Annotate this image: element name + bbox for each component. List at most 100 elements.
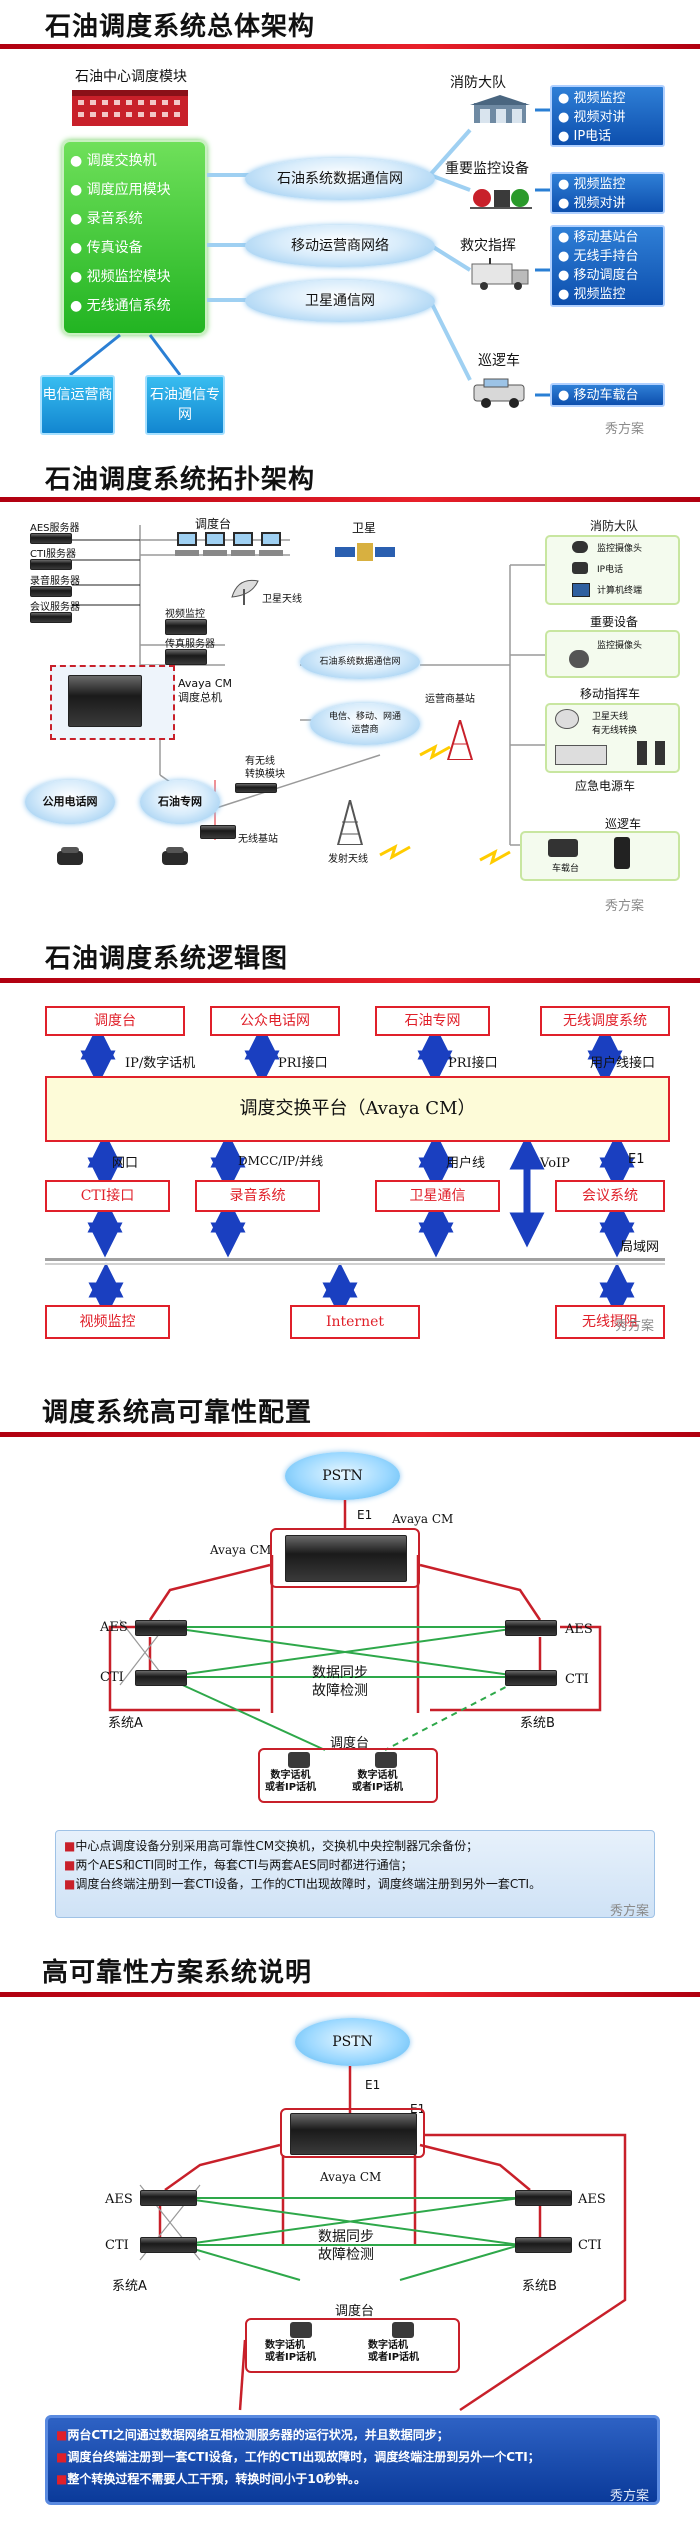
avaya-label: Avaya CM [392, 1512, 454, 1526]
site-list-monitor: ● 视频监控 ● 视频对讲 [550, 172, 665, 214]
satellite-dish-icon [228, 575, 262, 605]
panel-logic: 石油调度系统逻辑图 调度台 公众电话网 石油专网 无线调度系统 [0, 930, 700, 1380]
node-dispatch-console: 调度台 [45, 1006, 185, 1036]
link-label: PRI接口 [278, 1056, 328, 1071]
watermark: 秀方案 [610, 1904, 650, 1919]
dish-icon [555, 709, 579, 729]
building-icon [70, 88, 190, 126]
server-label-conf: 会议服务器 [30, 602, 80, 613]
note-item: ■调度台终端注册到一套CTI设备，工作的CTI出现故障时，调度终端注册到另外一套… [64, 1877, 542, 1891]
aes-label: AES [100, 1620, 128, 1635]
note-item: ■两个AES和CTI同时工作，每套CTI与两套AES同时都进行通信； [64, 1858, 413, 1872]
center-module-box [62, 140, 207, 335]
cloud-pstn: 公用电话网 [25, 780, 115, 824]
link-label: 网口 [112, 1156, 139, 1171]
link-label: 用户线 [446, 1156, 486, 1171]
patrol-car-icon [470, 375, 530, 410]
note-item: ■整个转换过程不需要人工干预，转换时间小于10秒钟。。 [56, 2472, 367, 2486]
cloud-pstn: PSTN [295, 2018, 410, 2066]
module-item: ● 调度应用模块 [70, 182, 171, 198]
module-item: ● 视频监控模块 [70, 269, 171, 285]
cti-label: CTI [105, 2238, 129, 2253]
phone-label: 数字话机 或者IP话机 [352, 1770, 404, 1793]
cloud-label: 卫星通信网 [305, 293, 375, 309]
cloud-label: PSTN [332, 2034, 373, 2050]
avaya-switch-icon [68, 675, 142, 727]
handheld-icon [614, 837, 630, 869]
e1-label: E1 [365, 2078, 381, 2092]
site-item: ● IP电话 [558, 129, 612, 144]
dispatch-console-icons [175, 530, 285, 560]
system-a-label: 系统A [108, 1716, 143, 1731]
camera-icon [569, 650, 589, 668]
cloud-label: 石油系统数据通信网 [277, 171, 403, 187]
sync-label: 数据同步 [318, 2229, 374, 2245]
cloud-oil-data-network: 石油系统数据通信网 [300, 645, 420, 679]
phone-label: 数字话机 或者IP话机 [265, 2340, 317, 2363]
p1-connectors [69, 108, 550, 397]
cloud-satellite: 卫星通信网 [245, 280, 435, 322]
wireless-base-label: 无线基站 [238, 834, 278, 845]
node-cti: CTI接口 [45, 1180, 170, 1212]
system-b-label: 系统B [522, 2279, 557, 2294]
node-wireless-dispatch: 无线调度系统 [540, 1006, 670, 1036]
site-list-patrol: ● 移动车载台 [550, 383, 665, 407]
wireless-module-label: 有无线 转换模块 [245, 756, 285, 780]
aes-label: AES [565, 1622, 593, 1637]
cloud-label: 移动运营商网络 [291, 238, 389, 254]
panel-topology: 石油调度系统拓扑架构 [0, 455, 700, 930]
note-item: ■两台CTI之间通过数据网络互相检测服务器的运行状况，并且数据同步； [56, 2428, 449, 2442]
conference-server-icon [30, 612, 72, 623]
cti-label: CTI [565, 1672, 589, 1687]
title-underline [0, 978, 700, 983]
p3-arrows [45, 1024, 665, 1318]
carrier-station-label: 运营商基站 [425, 694, 475, 705]
site-item: ● 无线手持台 [558, 249, 639, 264]
panel2-title: 石油调度系统拓扑架构 [45, 465, 316, 495]
cloud-carriers: 电信、移动、网通 运营商 [310, 703, 420, 745]
panel5-title: 高可靠性方案系统说明 [42, 1958, 313, 1988]
watermark: 秀方案 [610, 2489, 650, 2504]
aes-server-icon [30, 533, 72, 544]
site-list-rescue: ● 移动基站台 ● 无线手持台 ● 移动调度台 ● 视频监控 [550, 225, 665, 307]
aes-b-device-icon [505, 1620, 557, 1636]
monitor-label: 重要设备 [590, 615, 639, 629]
site-label-fire: 消防大队 [450, 75, 506, 91]
link-label: E1 [628, 1152, 645, 1167]
console-frame [258, 1748, 438, 1803]
module-item: ● 无线通信系统 [70, 298, 171, 314]
dispatch-label: 调度台 [195, 517, 232, 531]
site-list-fire: ● 视频监控 ● 视频对讲 ● IP电话 [550, 85, 665, 147]
power-label: 应急电源车 [575, 779, 636, 793]
fire-site-box: 监控摄像头 IP电话 计算机终端 [545, 535, 680, 605]
fire-label: 消防大队 [590, 519, 639, 533]
site-item: ● 视频对讲 [558, 110, 626, 125]
console-label: 调度台 [330, 1736, 370, 1751]
site-item: ● 视频监控 [558, 177, 626, 192]
aes-a-device-icon [140, 2190, 197, 2206]
link-label: PRI接口 [448, 1056, 498, 1071]
cloud-oil-net: 石油专网 [140, 780, 220, 824]
sat-antenna-label: 卫星天线 [262, 594, 302, 605]
wireless-base-icon [200, 825, 236, 839]
site-item: ● 视频对讲 [558, 196, 626, 211]
p5-links [139, 2066, 627, 2412]
satellite-icon [335, 535, 395, 569]
link-label: IP/数字话机 [125, 1056, 196, 1071]
title-underline [0, 44, 700, 49]
site-item: ● 移动车载台 [558, 388, 639, 403]
note-item: ■中心点调度设备分别采用高可靠性CM交换机，交换机中央控制器冗余备份； [64, 1839, 479, 1853]
cloud-mobile-operator: 移动运营商网络 [245, 225, 435, 267]
panel-reliability-config: 调度系统高可靠性配置 PSTN E1 Avaya CM Avaya CM [0, 1380, 700, 1940]
box-telecom-operator: 电信运营商 [40, 375, 115, 435]
detect-label: 故障检测 [318, 2247, 374, 2263]
phone-icon [55, 845, 85, 867]
aes-a-device-icon [135, 1620, 187, 1636]
voip-label: VoIP [540, 1156, 570, 1171]
phone-icon [290, 2322, 312, 2338]
panel3-title: 石油调度系统逻辑图 [45, 944, 289, 974]
site-item: 卫星天线 [592, 712, 629, 722]
cti-label: CTI [100, 1670, 124, 1685]
recording-server-icon [30, 586, 72, 597]
aes-label: AES [105, 2192, 133, 2207]
